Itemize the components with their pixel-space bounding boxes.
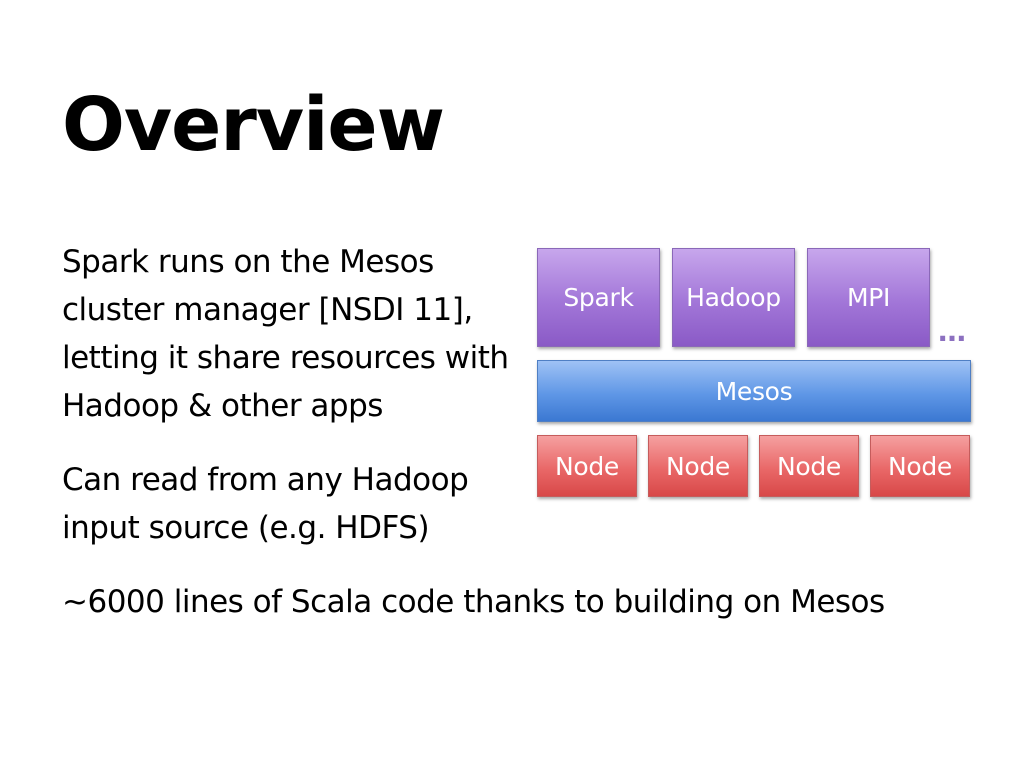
framework-box-mpi: MPI: [807, 248, 930, 347]
node-box: Node: [870, 435, 970, 497]
mesos-layer-box: Mesos: [537, 360, 971, 422]
paragraph-scala-lines: ~6000 lines of Scala code thanks to buil…: [62, 584, 885, 620]
node-box: Node: [648, 435, 748, 497]
paragraph-hadoop-input: Can read from any Hadoop input source (e…: [62, 462, 469, 546]
framework-box-spark: Spark: [537, 248, 660, 347]
node-box: Node: [537, 435, 637, 497]
node-box: Node: [759, 435, 859, 497]
slide-title: Overview: [62, 82, 445, 168]
more-frameworks-ellipsis: …: [938, 315, 967, 348]
framework-box-hadoop: Hadoop: [672, 248, 795, 347]
paragraph-mesos: Spark runs on the Mesos cluster manager …: [62, 244, 509, 424]
